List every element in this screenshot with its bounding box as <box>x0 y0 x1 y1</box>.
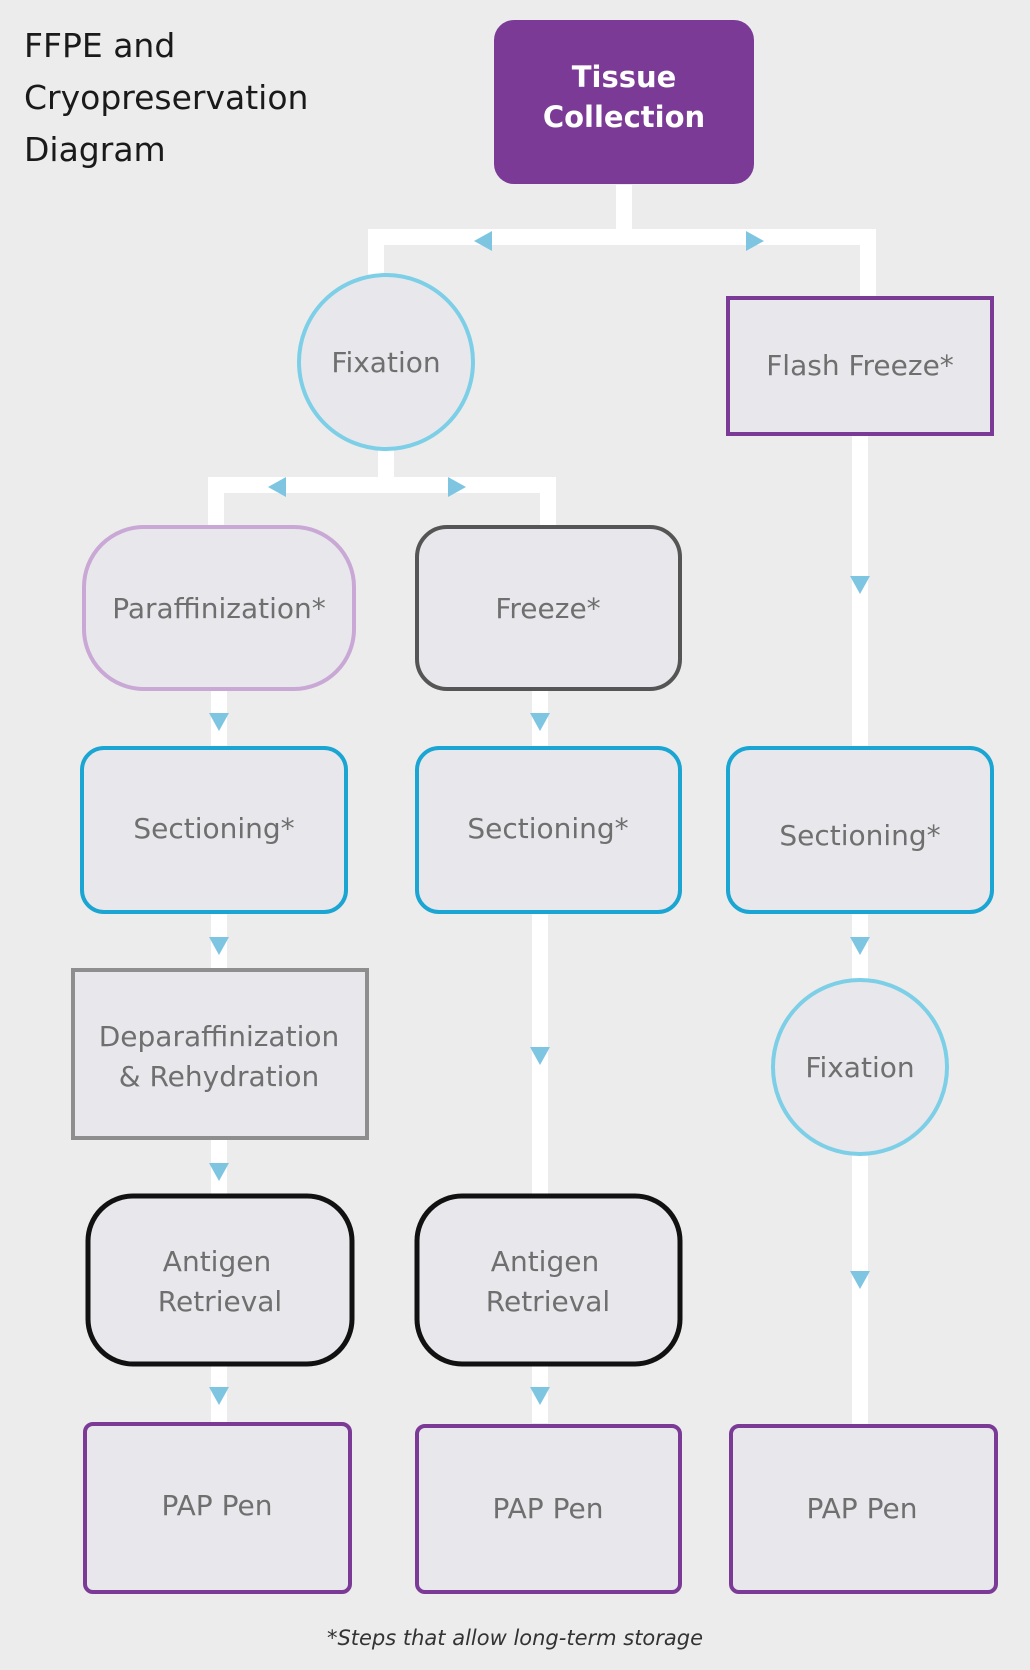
node-label: Antigen <box>491 1245 599 1278</box>
node-label: & Rehydration <box>119 1060 320 1093</box>
node-shape <box>494 20 754 184</box>
node-label-line: Paraffinization* <box>112 592 326 625</box>
node-shape <box>85 1193 355 1367</box>
arrow-down-icon <box>209 1163 229 1181</box>
node-shape <box>726 746 994 914</box>
arrow-down-icon <box>209 937 229 955</box>
connectors <box>208 185 876 1425</box>
node-label-line: Sectioning* <box>467 812 628 845</box>
node-shape <box>726 296 994 436</box>
node-shape <box>415 525 682 691</box>
arrow-down-icon <box>850 1271 870 1289</box>
node-label-line: Sectioning* <box>779 819 940 852</box>
connector-tissue-split <box>368 185 876 298</box>
node-shape <box>414 1193 683 1367</box>
node-label-line: & Rehydration <box>119 1060 320 1093</box>
node-paraffinization: Paraffinization* <box>82 525 356 691</box>
node-pap-pen-1: PAP Pen <box>83 1422 352 1594</box>
arrow-left-icon <box>268 477 286 497</box>
node-label: Fixation <box>331 346 440 379</box>
node-label-line: Collection <box>543 100 705 134</box>
arrow-left-icon <box>474 231 492 251</box>
node-pap-pen-3: PAP Pen <box>729 1424 998 1594</box>
connector-fixation-split <box>208 448 556 527</box>
node-label: Tissue <box>572 60 677 94</box>
node-label: Sectioning* <box>133 812 294 845</box>
node-shape <box>71 968 369 1140</box>
node-label: Fixation <box>805 1051 914 1084</box>
node-shape <box>297 273 475 451</box>
node-label: Flash Freeze* <box>766 349 954 382</box>
node-label-line: Antigen <box>491 1245 599 1278</box>
node-label: Collection <box>543 100 705 134</box>
node-shape <box>771 978 949 1156</box>
node-label: PAP Pen <box>493 1492 604 1525</box>
node-label: Paraffinization* <box>112 592 326 625</box>
arrow-down-icon <box>850 576 870 594</box>
node-sectioning-3: Sectioning* <box>726 746 994 914</box>
node-shape <box>415 746 682 914</box>
node-shape <box>415 1424 682 1594</box>
diagram-title: FFPE and Cryopreservation Diagram <box>24 26 309 169</box>
node-shape <box>729 1424 998 1594</box>
node-label: Deparaffinization <box>99 1020 339 1053</box>
node-label-line: Antigen <box>163 1245 271 1278</box>
node-label-line: Flash Freeze* <box>766 349 954 382</box>
node-label: Freeze* <box>495 592 600 625</box>
node-pap-pen-2: PAP Pen <box>415 1424 682 1594</box>
node-label-line: Freeze* <box>495 592 600 625</box>
node-shape <box>80 746 348 914</box>
node-label-line: Sectioning* <box>133 812 294 845</box>
node-sectioning-1: Sectioning* <box>80 746 348 914</box>
node-label-line: Tissue <box>572 60 677 94</box>
node-label: PAP Pen <box>162 1489 273 1522</box>
node-label-line: Retrieval <box>158 1285 282 1318</box>
arrow-down-icon <box>530 713 550 731</box>
node-label: Antigen <box>163 1245 271 1278</box>
arrow-right-icon <box>448 477 466 497</box>
node-freeze: Freeze* <box>415 525 682 691</box>
node-label-line: Fixation <box>331 346 440 379</box>
node-label-line: Retrieval <box>486 1285 610 1318</box>
node-label-line: PAP Pen <box>162 1489 273 1522</box>
node-shape <box>82 525 356 691</box>
node-flash-freeze: Flash Freeze* <box>726 296 994 436</box>
node-shape <box>83 1422 352 1594</box>
node-fixation-1: Fixation <box>297 273 475 451</box>
arrow-down-icon <box>530 1387 550 1405</box>
node-fixation-2: Fixation <box>771 978 949 1156</box>
node-label-line: PAP Pen <box>807 1492 918 1525</box>
arrow-down-icon <box>209 713 229 731</box>
arrow-down-icon <box>209 1387 229 1405</box>
arrow-right-icon <box>746 231 764 251</box>
node-deparaffinization: Deparaffinization & Rehydration <box>71 968 369 1140</box>
footnote: *Steps that allow long-term storage <box>326 1626 704 1650</box>
arrow-down-icon <box>850 937 870 955</box>
node-antigen-retrieval-1: Antigen Retrieval <box>85 1193 355 1367</box>
node-tissue-collection: Tissue Collection <box>494 20 754 184</box>
node-label: PAP Pen <box>807 1492 918 1525</box>
node-antigen-retrieval-2: Antigen Retrieval <box>414 1193 683 1367</box>
node-label-line: Deparaffinization <box>99 1020 339 1053</box>
arrow-down-icon <box>530 1047 550 1065</box>
node-label-line: Fixation <box>805 1051 914 1084</box>
node-label: Sectioning* <box>467 812 628 845</box>
node-label: Retrieval <box>486 1285 610 1318</box>
node-label: Retrieval <box>158 1285 282 1318</box>
nodes: Tissue Collection Fixation Flash Freeze*… <box>71 20 998 1594</box>
node-label: Sectioning* <box>779 819 940 852</box>
node-label-line: PAP Pen <box>493 1492 604 1525</box>
node-sectioning-2: Sectioning* <box>415 746 682 914</box>
